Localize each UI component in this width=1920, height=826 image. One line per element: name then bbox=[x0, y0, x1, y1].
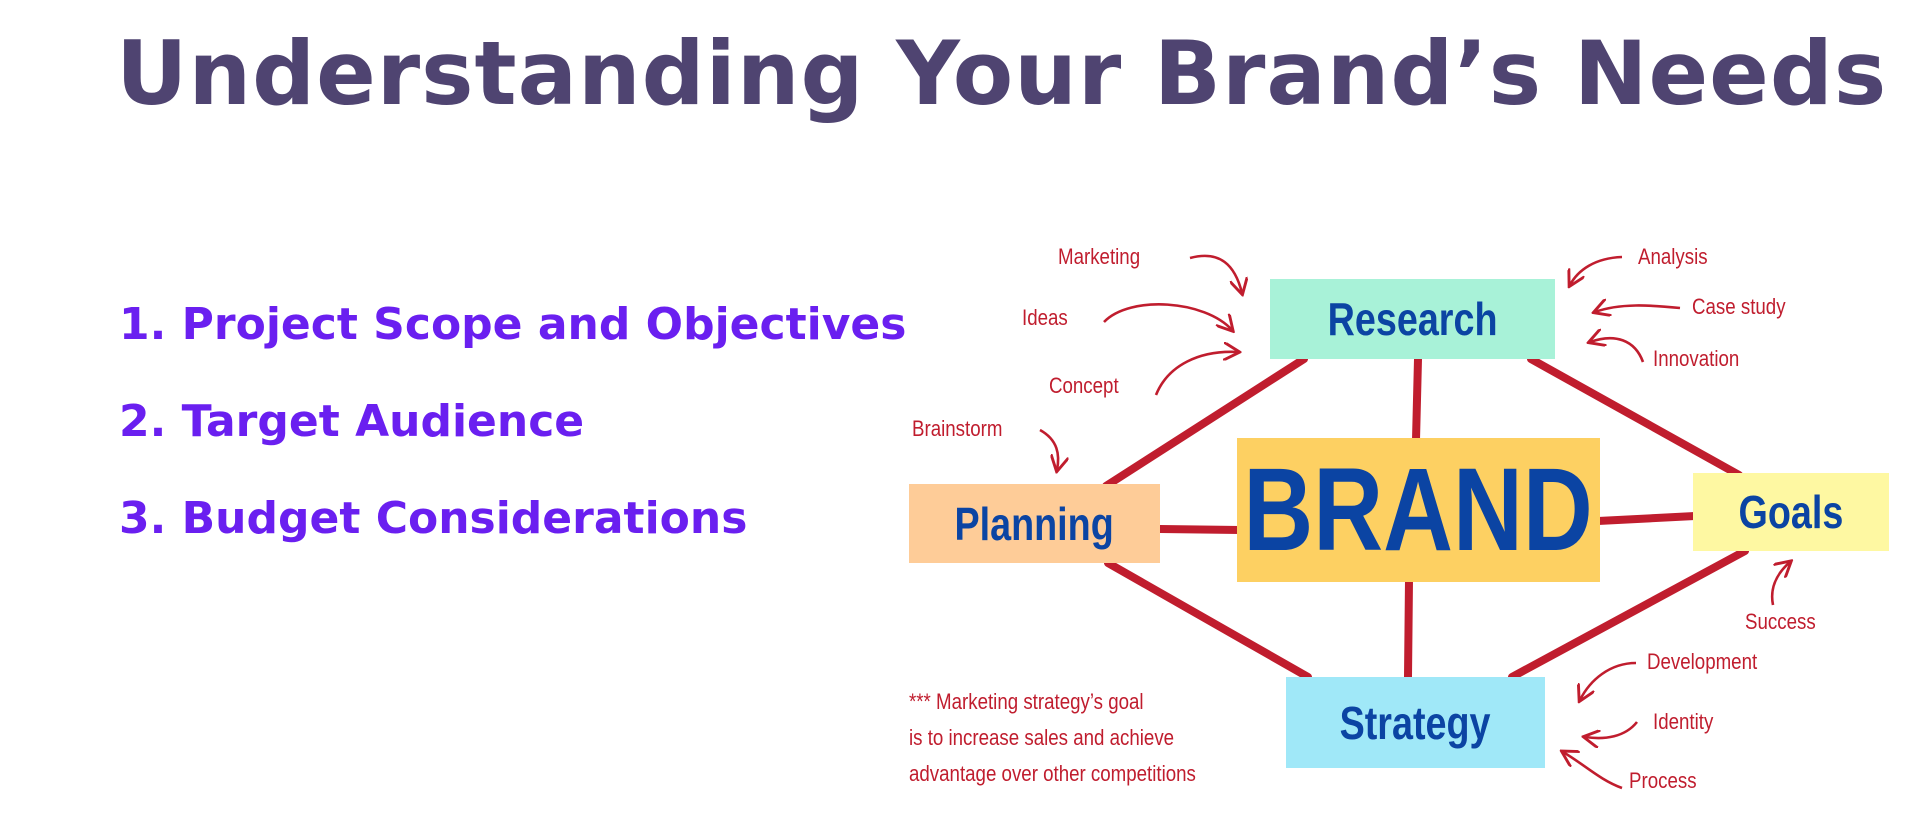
strategy-note: *** Marketing strategy’s goal is to incr… bbox=[909, 684, 1196, 792]
arrow-icon bbox=[1595, 305, 1681, 312]
note-line: is to increase sales and achieve bbox=[909, 725, 1175, 750]
research-node: Research bbox=[1270, 279, 1555, 359]
arrow-icon bbox=[1590, 338, 1645, 363]
arrow-icon bbox=[1580, 661, 1637, 700]
page-title: Understanding Your Brand’s Needs bbox=[116, 22, 1888, 125]
label-marketing: Marketing bbox=[1058, 244, 1141, 269]
list-item: 3. Budget Considerations bbox=[119, 493, 748, 544]
strategy-label: Strategy bbox=[1340, 696, 1491, 749]
connector-line bbox=[1102, 355, 1308, 490]
label-success: Success bbox=[1745, 609, 1816, 634]
topic-list: 1. Project Scope and Objectives 2. Targe… bbox=[119, 292, 906, 583]
arrow-icon bbox=[1585, 721, 1639, 738]
note-line: *** Marketing strategy’s goal bbox=[909, 689, 1144, 714]
list-item: 2. Target Audience bbox=[119, 396, 585, 447]
label-concept: Concept bbox=[1049, 373, 1119, 398]
label-ideas: Ideas bbox=[1022, 305, 1068, 330]
planning-label: Planning bbox=[954, 497, 1115, 550]
note-line: advantage over other competitions bbox=[909, 761, 1196, 786]
connector-line bbox=[1527, 355, 1743, 479]
connector-line bbox=[1404, 576, 1413, 681]
arrow-icon bbox=[1770, 562, 1790, 606]
goals-label: Goals bbox=[1738, 486, 1844, 538]
connector-line bbox=[1412, 355, 1422, 444]
arrow-icon bbox=[1563, 752, 1623, 790]
arrow-icon bbox=[1103, 303, 1232, 330]
label-brainstorm: Brainstorm bbox=[912, 416, 1003, 441]
label-case-study: Case study bbox=[1692, 294, 1786, 319]
research-label: Research bbox=[1327, 293, 1498, 345]
label-identity: Identity bbox=[1653, 709, 1714, 734]
connector-line bbox=[1156, 525, 1244, 534]
label-process: Process bbox=[1629, 768, 1697, 793]
brand-label: BRAND bbox=[1243, 444, 1594, 576]
goals-node: Goals bbox=[1693, 473, 1889, 551]
connector-line bbox=[1594, 512, 1699, 525]
planning-node: Planning bbox=[909, 484, 1160, 563]
label-innovation: Innovation bbox=[1653, 346, 1740, 371]
arrow-icon bbox=[1570, 255, 1623, 285]
strategy-node: Strategy bbox=[1286, 677, 1545, 768]
connector-line bbox=[1508, 547, 1749, 681]
label-analysis: Analysis bbox=[1638, 244, 1708, 269]
brand-node: BRAND bbox=[1237, 438, 1600, 582]
list-item: 1. Project Scope and Objectives bbox=[119, 299, 907, 350]
arrow-icon bbox=[1039, 428, 1058, 470]
label-development: Development bbox=[1647, 649, 1758, 674]
arrow-icon bbox=[1189, 254, 1242, 293]
connector-line bbox=[1104, 559, 1312, 681]
arrow-icon bbox=[1154, 352, 1238, 396]
